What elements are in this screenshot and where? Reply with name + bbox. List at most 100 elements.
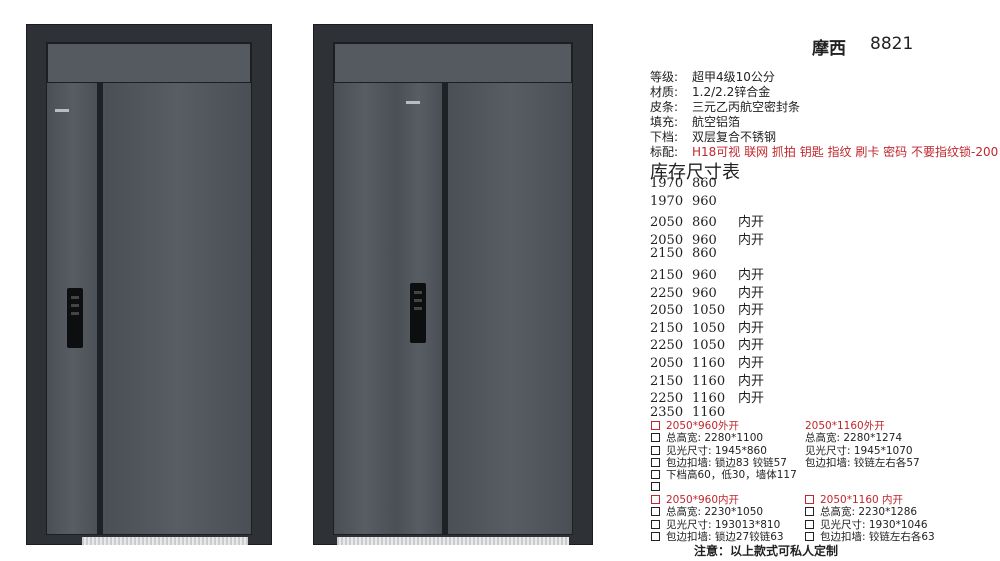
size-width: 960	[692, 193, 717, 209]
size-table-title: 库存尺寸表	[650, 162, 740, 183]
size-width: 960	[692, 232, 717, 248]
size-width: 960	[692, 267, 717, 283]
note-line: 见光尺寸: 193013*810	[651, 519, 784, 531]
spec-value: 双层复合不锈钢	[692, 130, 777, 144]
note-text: 包边扣墙: 铰链左右各57	[805, 456, 920, 469]
note-text: 见光尺寸: 1945*860	[666, 444, 767, 457]
size-height: 2350	[650, 404, 684, 420]
size-row: 2050 1050 内开	[650, 299, 765, 319]
spec-row: 标配:H18可视 联网 抓拍 钥匙 指纹 刷卡 密码 不要指纹锁-200	[650, 145, 998, 160]
note-line: 总高宽: 2230*1050	[651, 506, 784, 518]
checkbox-icon	[651, 433, 660, 443]
size-width: 1050	[692, 320, 726, 336]
size-swing: 内开	[738, 355, 765, 371]
size-width: 860	[692, 246, 717, 262]
note-text: 下档高60，低30，墙体117	[666, 469, 797, 482]
note-line: 总高宽: 2280*1100	[651, 432, 797, 444]
spec-value: 超甲4级10公分	[692, 70, 775, 84]
door-handle-lock	[410, 283, 426, 343]
note-line: 见光尺寸: 1945*860	[651, 445, 797, 457]
spec-row: 下档:双层复合不锈钢	[650, 130, 776, 145]
checkbox-icon	[651, 470, 660, 480]
spec-key: 皮条:	[650, 100, 679, 114]
spec-key: 标配:	[650, 145, 679, 159]
note-text: 总高宽: 2280*1274	[805, 432, 903, 445]
checkbox-icon	[651, 519, 660, 529]
note-text: 见光尺寸: 1945*1070	[805, 444, 913, 457]
size-height: 2050	[650, 303, 684, 319]
checkbox-icon	[805, 531, 814, 541]
note-line: 总高宽: 2280*1274	[805, 432, 920, 444]
size-swing: 内开	[738, 320, 765, 336]
size-width: 1050	[692, 338, 726, 354]
size-swing: 内开	[738, 338, 765, 354]
spec-key: 填充:	[650, 115, 679, 129]
product-code: 8821	[870, 34, 914, 54]
door-leaf	[333, 82, 573, 535]
spec-value: 1.2/2.2锌合金	[692, 85, 771, 99]
spec-row: 等级: 超甲4级10公分	[650, 70, 775, 85]
note-line: 包边扣墙: 锁边83 铰链57	[651, 457, 797, 469]
note-line: 包边扣墙: 铰链左右各63	[805, 531, 935, 543]
spec-row: 材质:1.2/2.2锌合金	[650, 85, 770, 100]
note-line: 下档高60，低30，墙体117	[651, 469, 797, 481]
door-sill	[82, 537, 248, 545]
size-swing: 内开	[738, 267, 765, 283]
note-text: 总高宽: 2280*1100	[666, 432, 764, 445]
note-heading: 2050*960内开	[666, 494, 740, 506]
size-swing: 内开	[738, 285, 765, 301]
size-width: 1160	[692, 373, 726, 389]
size-height: 2050	[650, 215, 684, 231]
spec-key: 等级:	[650, 70, 679, 84]
checkbox-icon	[651, 445, 660, 455]
note-text: 见光尺寸: 1930*1046	[820, 518, 928, 531]
size-width: 1160	[692, 404, 726, 420]
spec-row: 皮条: 三元乙丙航空密封条	[650, 100, 800, 115]
door-image-single	[26, 24, 272, 545]
note-line: 包边扣墙: 锁边27铰链63	[651, 531, 784, 543]
size-swing: 内开	[738, 373, 765, 389]
size-height: 2150	[650, 267, 684, 283]
size-width: 1050	[692, 303, 726, 319]
size-row: 2150 1050 内开	[650, 317, 765, 336]
note-text: 包边扣墙: 铰链左右各63	[820, 530, 935, 543]
checkbox-icon	[651, 457, 660, 467]
size-swing: 内开	[738, 232, 765, 248]
product-name: 摩西	[812, 39, 846, 59]
note-text: 总高宽: 2230*1050	[666, 506, 764, 519]
note-line: 见光尺寸: 1945*1070	[805, 445, 920, 457]
note-line: 2050*1160 内开	[805, 494, 935, 506]
note-line: 包边扣墙: 铰链左右各57	[805, 457, 920, 469]
note-line: 总高宽: 2230*1286	[805, 506, 935, 518]
size-height: 2150	[650, 320, 684, 336]
note-heading: 2050*1160外开	[805, 420, 885, 432]
size-row: 2150 860	[650, 246, 764, 264]
size-width: 1160	[692, 355, 726, 371]
door-image-double	[313, 24, 593, 545]
note-text: 见光尺寸: 193013*810	[666, 518, 781, 531]
note-line	[651, 481, 797, 493]
door-badge	[406, 101, 420, 104]
note-line: 2050*960外开	[651, 420, 797, 432]
size-height: 2150	[650, 246, 684, 262]
size-swing: 内开	[738, 303, 765, 319]
door-badge	[55, 109, 69, 112]
size-width: 860	[692, 215, 717, 231]
note-text: 总高宽: 2230*1286	[820, 506, 918, 519]
spec-value: 三元乙丙航空密封条	[692, 100, 801, 114]
checkbox-icon	[651, 482, 660, 492]
